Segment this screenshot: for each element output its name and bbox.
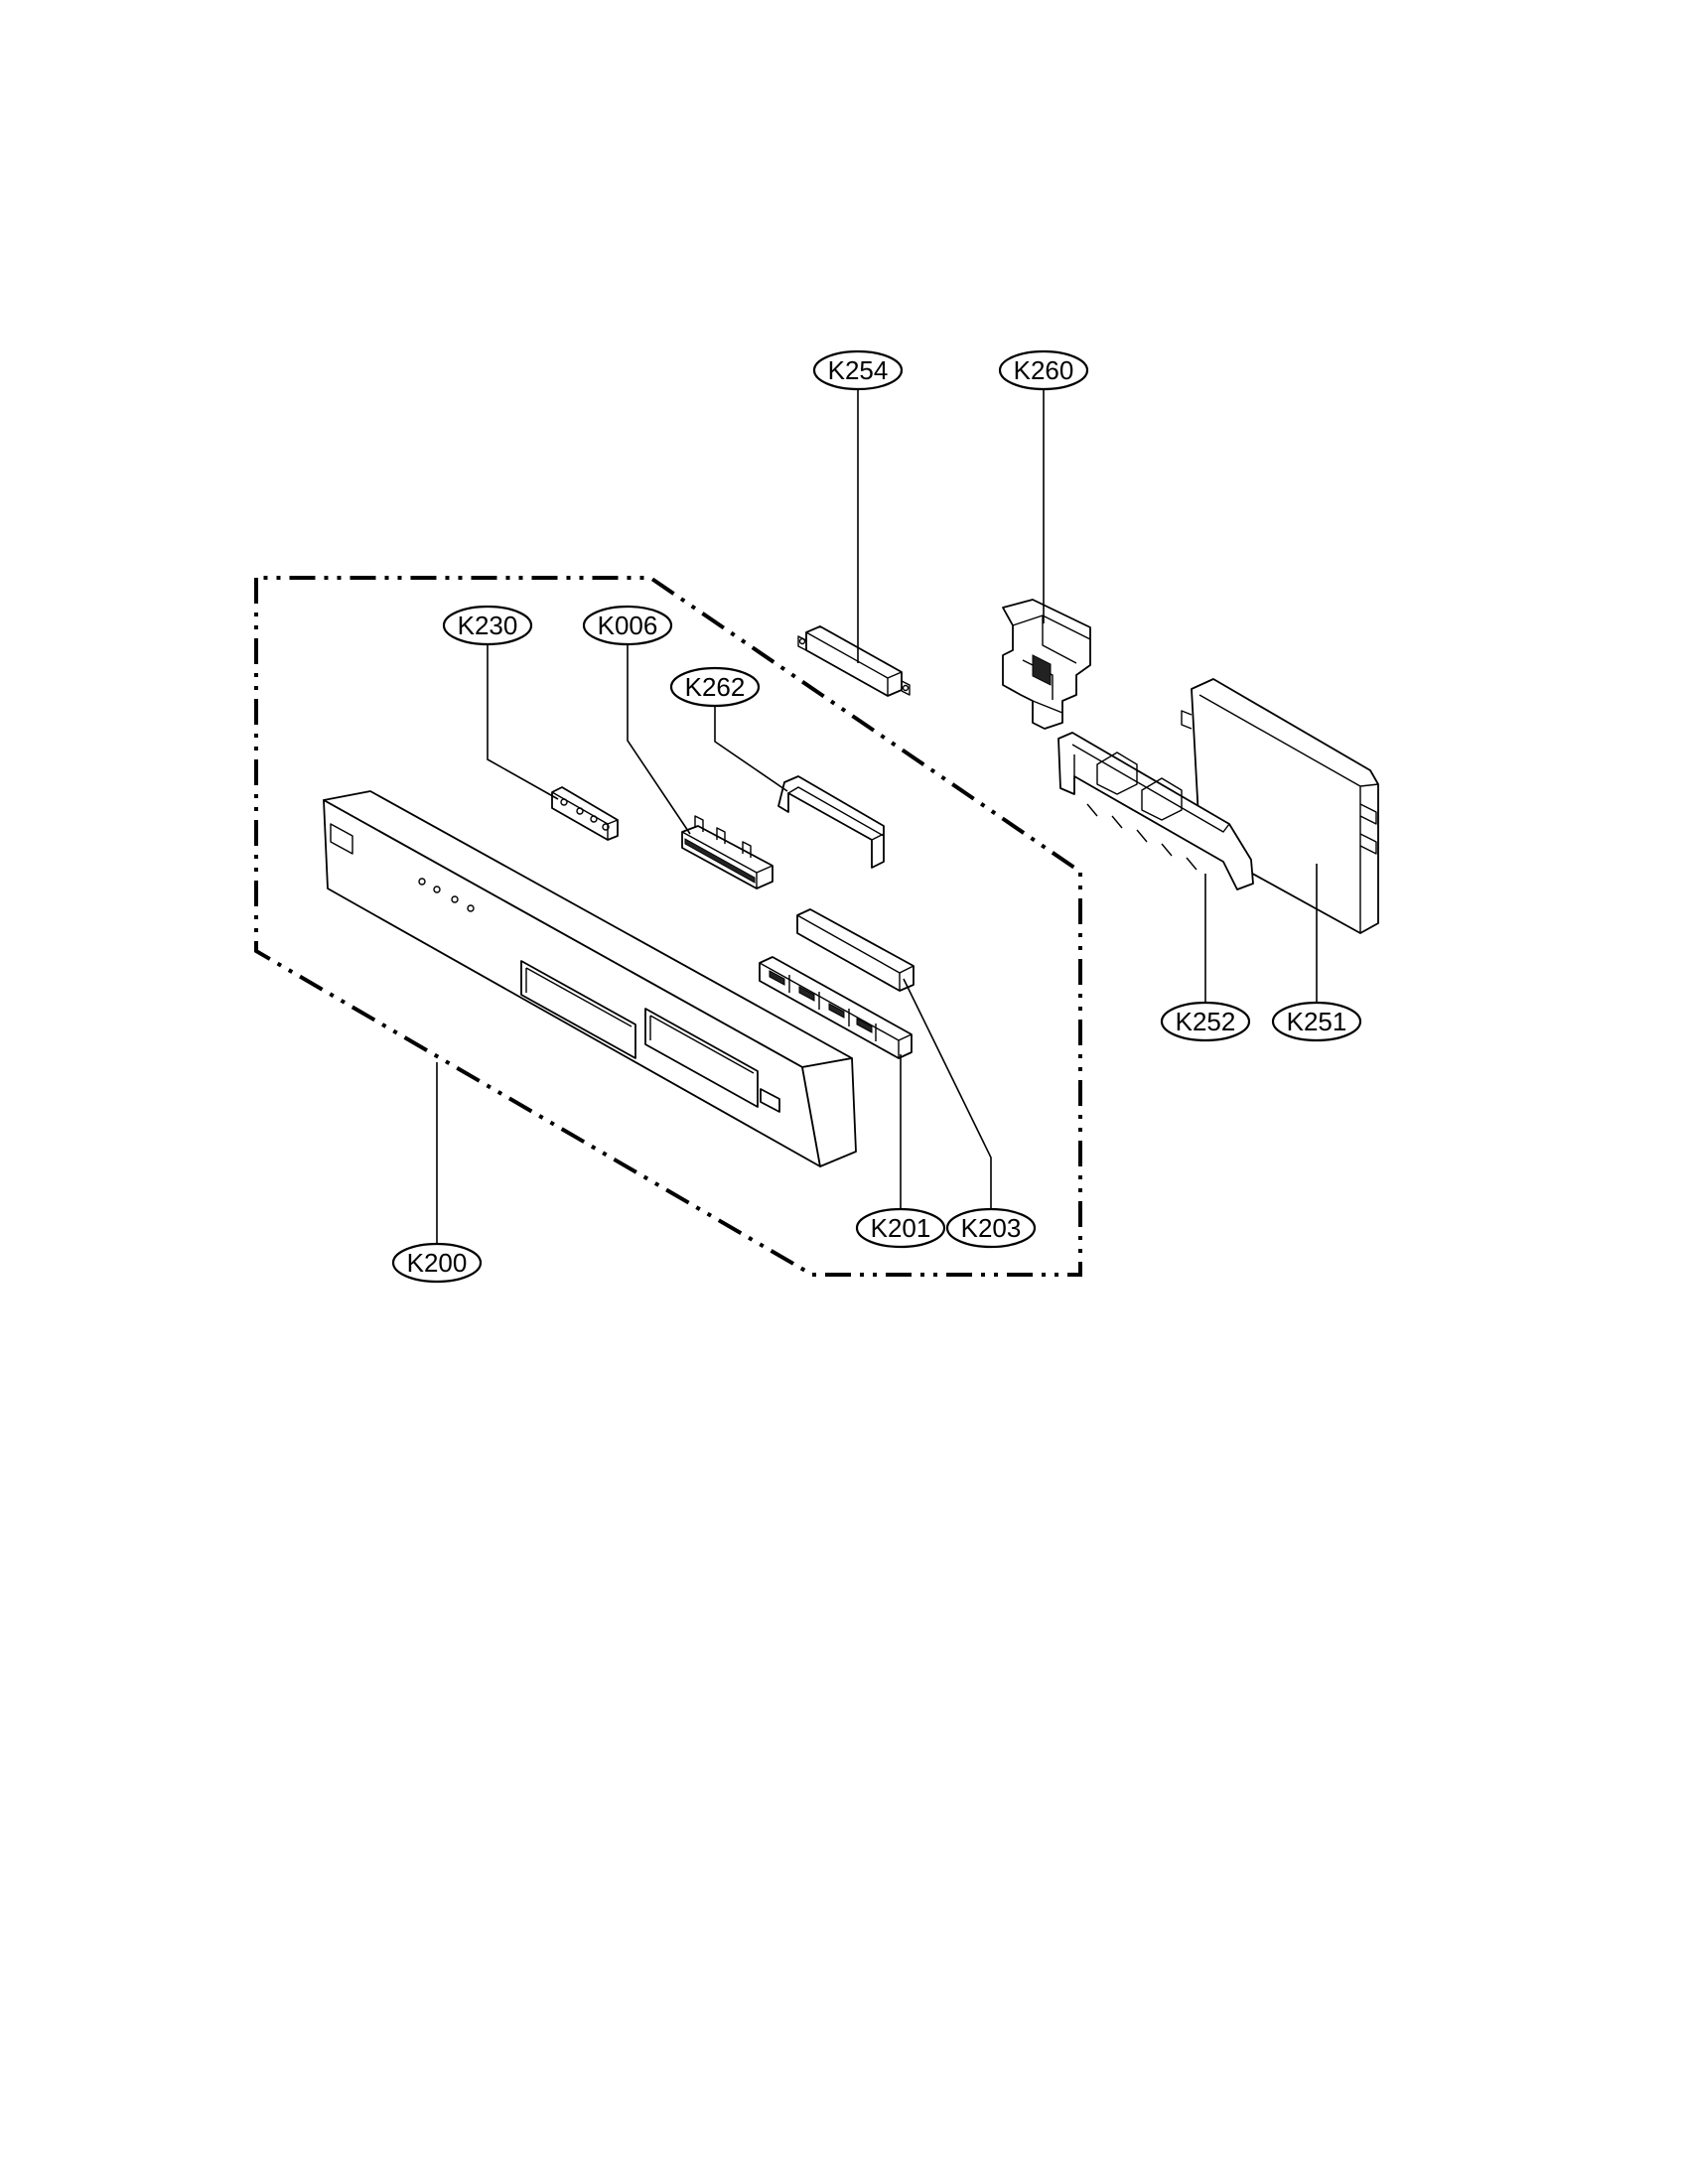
callout-label: K252 [1176,1007,1236,1036]
k251-body [1191,678,1379,934]
callout-label: K006 [598,611,658,640]
k260-detail [1012,614,1091,714]
k201-part [759,956,913,1059]
k252-relays [1096,751,1183,821]
callout-label: K203 [961,1213,1022,1243]
callout-label: K201 [871,1213,931,1243]
control-panel-small-button [760,1088,780,1113]
k230-hole [602,823,610,831]
display-window-left-inner [525,967,633,1027]
k251-part [1181,678,1379,934]
k230-hole [560,798,568,806]
callout-label: K230 [458,611,518,640]
k201-button [798,986,815,1002]
k251-clips [1181,710,1377,855]
callout-k201: K201 [855,1207,946,1249]
control-panel-logo-window [330,823,353,855]
callout-label: K262 [685,672,746,702]
control-panel-part [323,790,857,1167]
callout-k203: K203 [945,1207,1037,1249]
k262-part [777,775,885,869]
leader-k230 [487,643,559,800]
callout-k260: K260 [998,349,1089,391]
control-panel-end-face [801,1057,857,1167]
callout-oval [442,605,533,646]
k252-pins [1086,803,1197,871]
callout-k252: K252 [1160,1001,1251,1042]
k203-part [796,908,914,992]
k006-part [681,815,774,889]
assembly-boundary [254,576,1082,1277]
k254-part [797,625,911,697]
indicator-dot [467,904,475,912]
k252-inner [1071,744,1230,833]
k254-edge [805,631,903,696]
callout-k251: K251 [1271,1001,1362,1042]
leader-k203 [903,978,992,1209]
k201-edge [759,962,913,1058]
callout-label: K254 [828,355,889,385]
k006-strip [684,838,756,884]
callout-oval [812,349,904,391]
callout-oval [998,349,1089,391]
k006-pins [694,815,752,858]
k262-inner [787,786,885,841]
callout-oval [391,1242,483,1284]
k251-top-face [1198,694,1379,933]
callout-k254: K254 [812,349,904,391]
k230-hole [576,807,584,815]
callout-oval [669,666,761,708]
k230-body [551,786,619,841]
callout-k230: K230 [442,605,533,646]
k230-hole [590,815,598,823]
callout-label: K200 [407,1248,468,1278]
k201-button-dividers [788,975,877,1041]
display-window-left [520,960,636,1059]
callout-k262: K262 [669,666,761,708]
k254-hole [798,637,806,645]
display-window-right-inner [649,1015,755,1074]
leader-k262 [714,705,788,792]
callout-k006: K006 [582,605,673,646]
callout-label: K251 [1287,1007,1347,1036]
k203-body [796,908,914,992]
k262-body [777,775,885,869]
callout-label: K260 [1014,355,1074,385]
callout-oval [855,1207,946,1249]
k230-part [551,786,619,841]
indicator-dot [451,895,459,903]
indicator-dot [433,886,441,893]
callout-k200: K200 [391,1242,483,1284]
k201-button [769,970,785,986]
k201-button [828,1003,845,1019]
callout-oval [1271,1001,1362,1042]
k254-hole [902,684,910,692]
leader-k006 [627,643,691,835]
k203-edge [796,914,914,991]
k006-edge [681,831,774,888]
k252-body [1057,732,1254,890]
callout-oval [582,605,673,646]
callout-oval [1160,1001,1251,1042]
k260-part [1002,599,1091,730]
indicator-dot [418,878,426,886]
callout-oval [945,1207,1037,1249]
k252-part [1057,732,1254,890]
k201-button [856,1018,873,1033]
k260-connector [1032,654,1052,686]
display-window-right [644,1008,759,1108]
